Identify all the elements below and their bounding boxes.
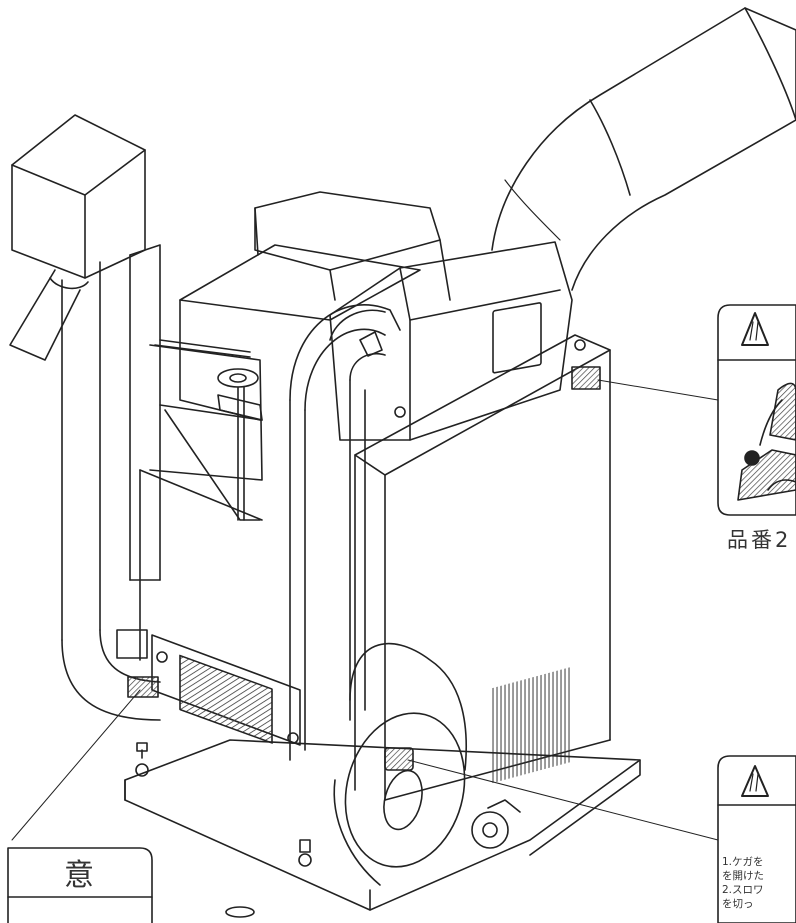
blower-volute	[333, 642, 468, 886]
warning-triangle-icon	[741, 765, 769, 797]
left-label-title: 意	[64, 858, 94, 893]
warning-label-bottom	[717, 755, 796, 923]
top-label-part-number: 品番2	[727, 528, 792, 552]
elevator-column	[9, 114, 161, 721]
upper-body	[139, 244, 421, 661]
gate-handle	[154, 339, 263, 521]
notice-label-left	[7, 847, 153, 923]
hopper	[254, 191, 451, 301]
bottom-label-line-3: 2.スロワ	[722, 884, 764, 896]
bottom-label-line-2: を開けた	[722, 870, 764, 882]
warning-triangle-icon	[741, 312, 769, 346]
leader-lines	[11, 379, 719, 841]
base-frame	[124, 739, 641, 918]
bottom-label-line-4: を切っ	[722, 898, 754, 910]
main-cabinet	[354, 334, 611, 801]
blower-housing	[329, 241, 573, 441]
exhaust-duct	[491, 7, 796, 291]
hand-injury-pictogram-icon	[737, 382, 796, 501]
bottom-label-line-1: 1.ケガを	[722, 856, 764, 868]
warning-label-top	[717, 304, 796, 516]
blower-duct	[289, 304, 401, 761]
control-panel	[116, 629, 301, 746]
